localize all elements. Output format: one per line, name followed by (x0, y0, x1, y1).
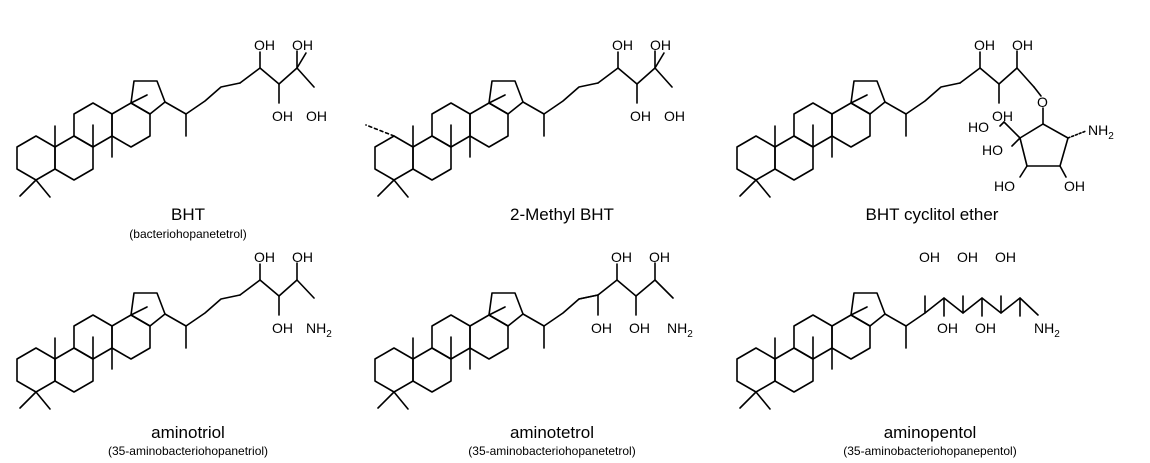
atom-ho: HO (994, 178, 1015, 194)
structure-aminotriol: OH OH OH NH2 (16, 249, 332, 410)
atom-nh2: NH2 (667, 320, 693, 340)
atom-oh: OH (975, 320, 996, 336)
atom-oh: OH (254, 37, 275, 53)
atom-ho: HO (982, 142, 1003, 158)
atom-oh: OH (974, 37, 995, 53)
atom-oh: OH (992, 108, 1013, 124)
atom-oh: OH (649, 249, 670, 265)
atom-subscript-2: 2 (326, 329, 332, 340)
atom-oh: OH (919, 249, 940, 265)
molecule-name-2-methyl-bht: 2-Methyl BHT (510, 205, 614, 224)
structure-bht-cyclitol-ether: OH OH OH O HO HO HO OH NH2 (736, 37, 1114, 198)
atom-oh: OH (272, 108, 293, 124)
structure-aminopentol: OH OH OH OH OH NH2 (736, 249, 1060, 410)
atom-oh: OH (1012, 37, 1033, 53)
structure-2-methyl-bht: OH OH OH OH (365, 37, 685, 198)
atom-nh2: NH2 (1088, 122, 1114, 142)
atom-nh: NH (667, 320, 687, 336)
atom-oh: OH (650, 37, 671, 53)
atom-nh2: NH2 (306, 320, 332, 340)
atom-nh: NH (1034, 320, 1054, 336)
atom-oh: OH (1064, 178, 1085, 194)
atom-nh: NH (306, 320, 326, 336)
atom-oh: OH (272, 320, 293, 336)
atom-subscript-2: 2 (1108, 131, 1114, 142)
atom-oh: OH (591, 320, 612, 336)
atom-oh: OH (306, 108, 327, 124)
atom-oh: OH (630, 108, 651, 124)
atom-subscript-2: 2 (1054, 329, 1060, 340)
molecule-subtitle-aminopentol: (35-aminobacteriohopanepentol) (843, 444, 1016, 458)
atom-oh: OH (611, 249, 632, 265)
atom-oh: OH (292, 249, 313, 265)
atom-oh: OH (629, 320, 650, 336)
atom-oh: OH (664, 108, 685, 124)
atom-subscript-2: 2 (687, 329, 693, 340)
molecule-name-aminotriol: aminotriol (151, 423, 225, 442)
atom-oh: OH (995, 249, 1016, 265)
atom-nh: NH (1088, 122, 1108, 138)
atom-ho: HO (968, 119, 989, 135)
atom-oh: OH (937, 320, 958, 336)
molecule-name-aminotetrol: aminotetrol (510, 423, 594, 442)
molecule-name-bht: BHT (171, 205, 205, 224)
atom-nh2: NH2 (1034, 320, 1060, 340)
molecule-subtitle-aminotriol: (35-aminobacteriohopanetriol) (108, 444, 268, 458)
structure-aminotetrol: OH OH OH OH NH2 (374, 249, 693, 410)
atom-oh: OH (254, 249, 275, 265)
molecule-name-aminopentol: aminopentol (884, 423, 977, 442)
atom-oh: OH (612, 37, 633, 53)
atom-oh: OH (957, 249, 978, 265)
atom-oh: OH (292, 37, 313, 53)
atom-o: O (1037, 94, 1048, 110)
molecule-subtitle-bht: (bacteriohopanetetrol) (129, 227, 246, 241)
molecule-name-bht-cyclitol-ether: BHT cyclitol ether (866, 205, 999, 224)
molecule-subtitle-aminotetrol: (35-aminobacteriohopanetetrol) (468, 444, 635, 458)
structure-bht: OH OH OH OH (16, 37, 327, 198)
